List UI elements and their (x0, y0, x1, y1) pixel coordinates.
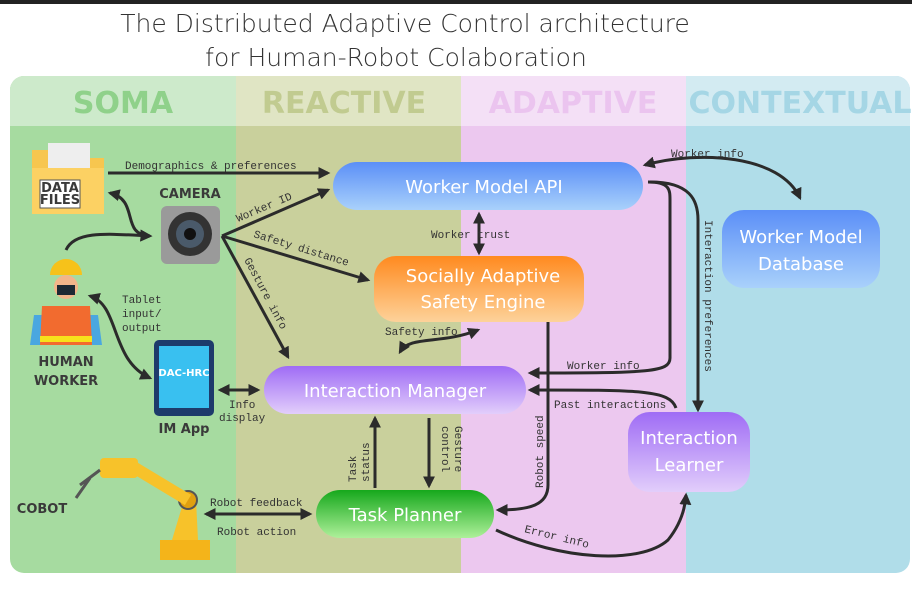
svg-text:Socially Adaptive: Socially Adaptive (406, 266, 560, 287)
edge-label-info-display-2: display (219, 413, 266, 425)
title-line2: for Human-Robot Colaboration (205, 43, 587, 72)
layer-adaptive (461, 76, 686, 573)
svg-text:Task Planner: Task Planner (348, 505, 462, 526)
node-interaction-manager: Interaction Manager (264, 366, 526, 414)
edge-label-interaction-preferences: Interaction preferences (701, 220, 713, 372)
edge-label-safety-info: Safety info (385, 327, 458, 339)
edge-label-tablet-io-1: Tablet (122, 295, 162, 307)
layer-title-reactive: REACTIVE (262, 86, 426, 121)
tablet-icon: DAC-HRC (154, 340, 214, 416)
title-line1: The Distributed Adaptive Control archite… (120, 9, 690, 38)
edge-label-task-status-1: Task (348, 455, 360, 482)
svg-text:Database: Database (758, 254, 844, 275)
human-worker-label-1: HUMAN (38, 355, 93, 370)
arrows (64, 155, 802, 558)
node-worker-model-api: Worker Model API (333, 162, 643, 210)
node-interaction-learner: Interaction Learner (628, 412, 750, 492)
svg-text:Learner: Learner (655, 455, 724, 476)
edge-label-past-interactions: Past interactions (554, 400, 666, 412)
edge-label-robot-action: Robot action (217, 527, 296, 539)
edge-label-tablet-io-2: input/ (122, 309, 162, 321)
svg-text:Worker Model: Worker Model (739, 227, 862, 248)
node-worker-model-database: Worker Model Database (722, 210, 880, 288)
layer-title-soma: SOMA (73, 86, 174, 121)
svg-text:Safety Engine: Safety Engine (421, 292, 546, 313)
human-worker-label-2: WORKER (34, 374, 98, 389)
edge-label-info-display-1: Info (229, 400, 255, 412)
edge-label-gesture-control-1: Gesture (451, 426, 463, 472)
node-task-planner: Task Planner (316, 490, 494, 538)
edge-label-gesture-control-2: control (438, 426, 450, 472)
layer-title-adaptive: ADAPTIVE (489, 86, 658, 121)
node-safety-engine: Socially Adaptive Safety Engine (374, 256, 584, 322)
svg-text:Interaction: Interaction (640, 428, 738, 449)
layer-title-contextual: CONTEXTUAL (689, 86, 912, 121)
top-bar (0, 0, 912, 4)
edge-label-demographics: Demographics & preferences (125, 161, 297, 173)
edge-label-robot-feedback: Robot feedback (210, 498, 303, 510)
camera-label: CAMERA (159, 187, 221, 202)
edge-label-worker-info-im: Worker info (567, 361, 640, 373)
im-app-label: IM App (159, 422, 210, 437)
svg-text:DAC-HRC: DAC-HRC (158, 368, 209, 379)
svg-text:DATA: DATA (41, 181, 79, 196)
human-worker-icon (30, 259, 102, 345)
edge-label-worker-trust: Worker trust (431, 230, 510, 242)
edge-label-worker-info-db: Worker info (671, 149, 744, 161)
svg-text:Worker Model API: Worker Model API (405, 177, 562, 198)
edge-label-robot-speed: Robot speed (535, 415, 547, 488)
edge-label-task-status-2: status (361, 442, 373, 482)
edge-label-tablet-io-3: output (122, 323, 162, 335)
svg-text:Interaction Manager: Interaction Manager (304, 381, 487, 402)
cobot-icon (74, 458, 210, 560)
svg-text:FILES: FILES (40, 193, 80, 208)
cobot-label: COBOT (17, 502, 68, 517)
camera-icon (161, 206, 220, 264)
data-files-icon: DATA FILES (32, 143, 104, 214)
